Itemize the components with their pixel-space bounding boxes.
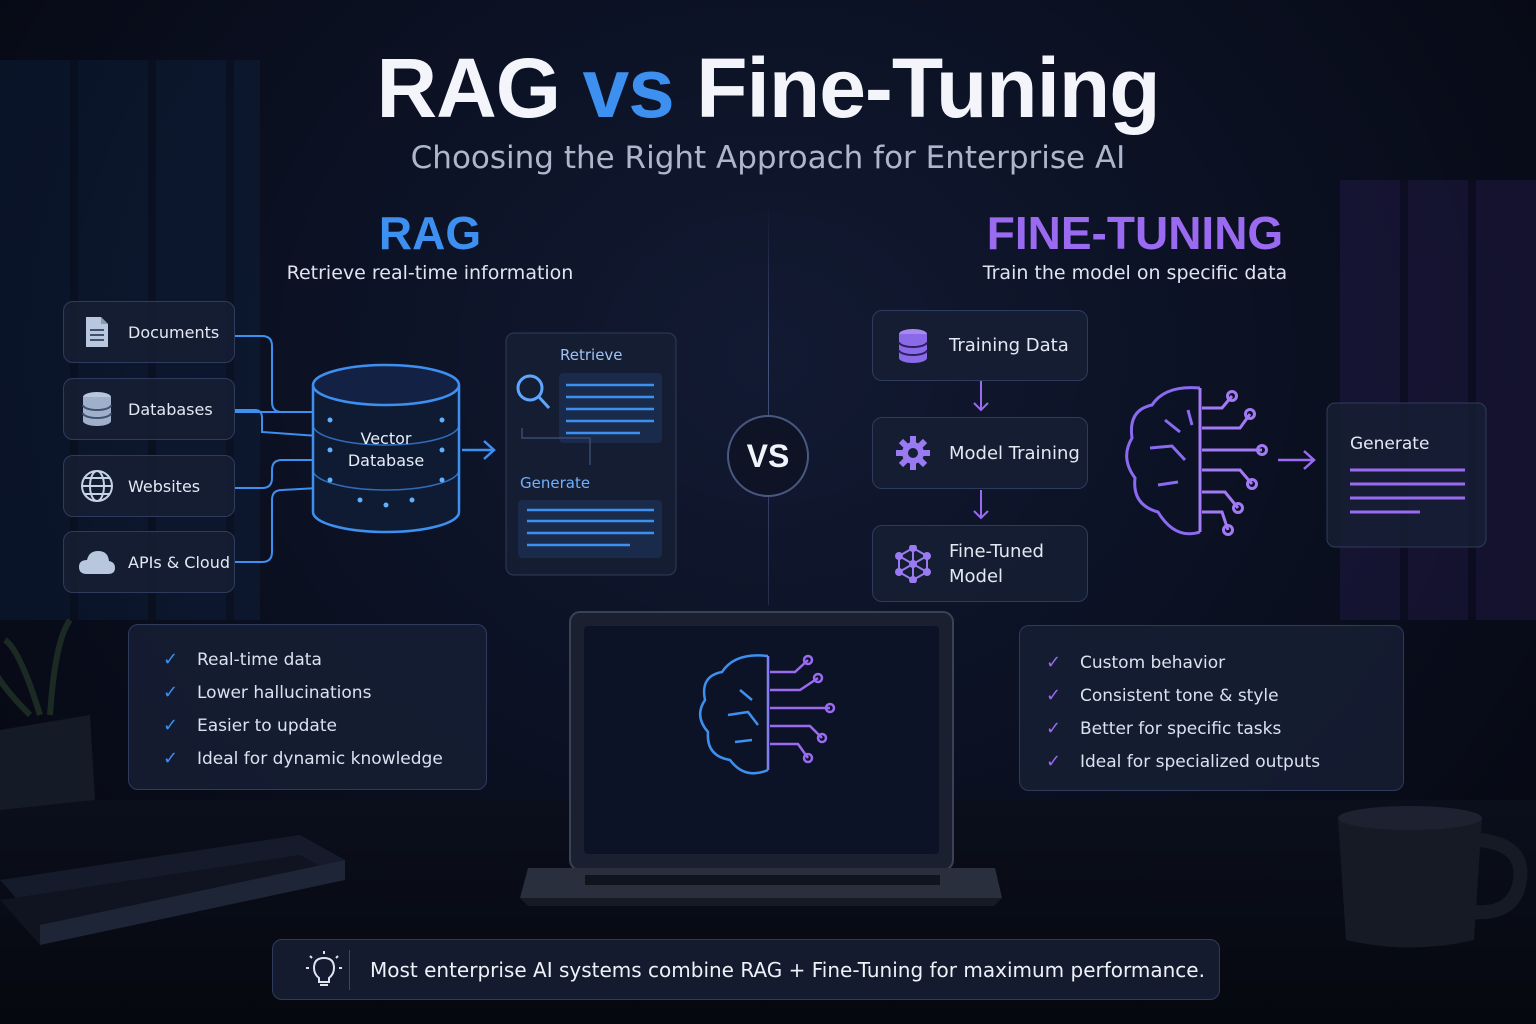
benefit-item: ✓Easier to update <box>163 715 337 736</box>
checkmark-icon: ✓ <box>1046 718 1062 739</box>
ft-step-training-data: Training Data <box>872 310 1088 381</box>
bottom-note-text: Most enterprise AI systems combine RAG +… <box>370 957 1205 982</box>
source-documents: Documents <box>63 301 235 363</box>
vs-badge: VS <box>727 415 809 497</box>
source-label: Databases <box>128 399 213 419</box>
bottom-note: Most enterprise AI systems combine RAG +… <box>272 939 1220 1000</box>
ft-generate-frame <box>1326 402 1487 548</box>
rag-generate-label: Generate <box>520 474 591 492</box>
benefit-item: ✓Better for specific tasks <box>1046 718 1282 739</box>
rag-subtitle: Retrieve real-time information <box>286 262 574 284</box>
brain-to-generate-arrow <box>1278 450 1316 470</box>
benefit-item: ✓Lower hallucinations <box>163 682 372 703</box>
ft-flow-arrows <box>973 381 989 520</box>
books-decoration <box>0 835 345 945</box>
checkmark-icon: ✓ <box>1046 652 1062 673</box>
rag-benefits-card: ✓Real-time data ✓Lower hallucinations ✓E… <box>128 624 487 790</box>
plant-decoration <box>0 618 95 810</box>
database-icon <box>78 391 116 427</box>
checkmark-icon: ✓ <box>163 649 179 670</box>
checkmark-icon: ✓ <box>163 682 179 703</box>
laptop <box>520 611 1002 906</box>
checkmark-icon: ✓ <box>163 748 179 769</box>
source-label: Websites <box>128 476 201 496</box>
network-icon <box>893 544 933 583</box>
source-websites: Websites <box>63 455 235 517</box>
panel-connector <box>521 428 591 465</box>
source-apis-cloud: APIs & Cloud <box>63 531 235 593</box>
vector-database-icon <box>311 363 461 534</box>
benefit-item: ✓Consistent tone & style <box>1046 685 1279 706</box>
source-connectors <box>235 335 319 563</box>
benefit-item: ✓Ideal for dynamic knowledge <box>163 748 443 769</box>
benefit-item: ✓Ideal for specialized outputs <box>1046 751 1321 772</box>
db-to-panel-arrow <box>462 440 496 460</box>
benefit-item: ✓Real-time data <box>163 649 322 670</box>
source-label: Documents <box>128 322 220 342</box>
generate-lines <box>527 508 654 547</box>
retrieve-lines <box>566 383 654 435</box>
source-label: APIs & Cloud <box>128 552 230 572</box>
mug-decoration <box>1338 806 1528 948</box>
ft-step-model-training: Model Training <box>872 417 1088 489</box>
retrieve-label: Retrieve <box>560 346 623 364</box>
checkmark-icon: ✓ <box>1046 751 1062 772</box>
ft-step-label: Model Training <box>949 442 1080 464</box>
ft-generate-label: Generate <box>1350 434 1430 454</box>
center-divider <box>768 205 769 605</box>
ft-generate-lines <box>1350 468 1465 514</box>
source-databases: Databases <box>63 378 235 440</box>
ft-title: FINE-TUNING <box>986 207 1284 259</box>
benefit-item: ✓Custom behavior <box>1046 652 1226 673</box>
checkmark-icon: ✓ <box>1046 685 1062 706</box>
brain-icon <box>1125 386 1268 536</box>
checkmark-icon: ✓ <box>163 715 179 736</box>
document-icon <box>78 315 116 349</box>
lightbulb-icon <box>299 949 350 990</box>
page-title: RAG vs Fine-Tuning <box>376 41 1160 135</box>
ft-benefits-card: ✓Custom behavior ✓Consistent tone & styl… <box>1019 625 1404 791</box>
database-icon <box>893 328 933 364</box>
page-subtitle: Choosing the Right Approach for Enterpri… <box>410 140 1126 176</box>
globe-icon <box>78 469 116 503</box>
cloud-icon <box>78 548 116 576</box>
ft-step-label: Training Data <box>949 335 1069 356</box>
search-icon <box>516 374 551 410</box>
laptop-brain-icon <box>699 654 836 775</box>
generate-doc-card <box>518 500 662 558</box>
ft-subtitle: Train the model on specific data <box>982 262 1288 284</box>
rag-title: RAG <box>378 207 482 259</box>
gear-icon <box>893 435 933 471</box>
